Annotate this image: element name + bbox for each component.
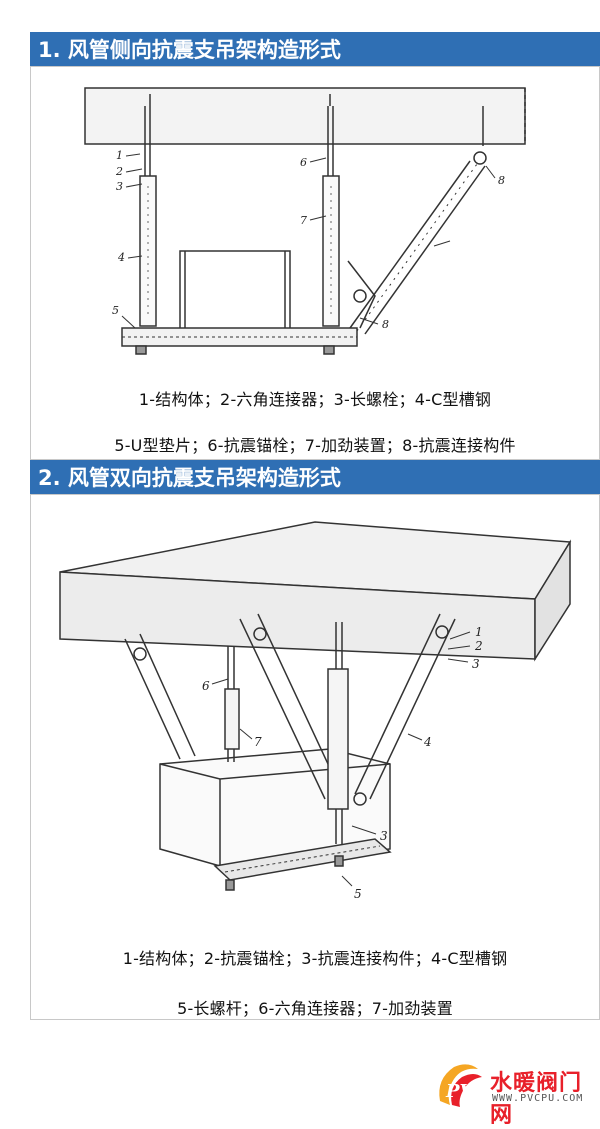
bidirectional-support-diagram: 1 2 3 4 5 6 7 3 — [59, 521, 572, 901]
diagonal-brace-right — [353, 613, 456, 806]
callout-8b: 8 — [382, 318, 389, 331]
callout-7: 7 — [300, 214, 307, 227]
callout2-1: 1 — [475, 625, 483, 639]
callout-8a: 8 — [498, 174, 505, 187]
callout2-5: 5 — [354, 887, 362, 901]
section2-legend-line-2: 5-长螺杆；6-六角连接器；7-加劲装置 — [177, 999, 453, 1018]
section1-legend-line-2: 5-U型垫片；6-抗震锚栓；7-加劲装置；8-抗震连接构件 — [114, 436, 516, 455]
site-logo[interactable]: PV 水暖阀门网 WWW.PVCPU.COM — [428, 1055, 600, 1128]
bottom-c-channel — [213, 838, 392, 881]
diagonal-brace-left — [124, 633, 196, 760]
callout2-7: 7 — [254, 735, 262, 749]
logo-mark-icon: PV — [439, 1064, 482, 1107]
logo-url: WWW.PVCPU.COM — [492, 1093, 584, 1104]
vertical-rods — [224, 622, 349, 844]
lateral-support-diagram: 1 2 3 4 5 6 7 8 8 — [84, 87, 526, 355]
callout2-3a: 3 — [472, 657, 480, 671]
callout2-4: 4 — [423, 735, 432, 749]
callout-2: 2 — [115, 165, 123, 178]
callout2-6: 6 — [202, 679, 210, 693]
callout-6: 6 — [300, 156, 307, 169]
callout2-3b: 3 — [380, 829, 388, 843]
callout-4: 4 — [117, 251, 125, 264]
ceiling-slab-3d — [59, 521, 572, 662]
callout-1: 1 — [116, 149, 123, 162]
callout-3: 3 — [116, 180, 123, 193]
section2-title: 2. 风管双向抗震支吊架构造形式 — [38, 466, 341, 490]
ceiling-slab — [84, 87, 526, 145]
callout2-2: 2 — [474, 639, 483, 653]
diagonal-brace — [347, 151, 487, 335]
section1-legend-line-1: 1-结构体；2-六角连接器；3-长螺栓；4-C型槽钢 — [138, 390, 492, 409]
svg-text:PV: PV — [445, 1081, 476, 1102]
section1-title: 1. 风管侧向抗震支吊架构造形式 — [38, 38, 341, 62]
section2-header: 2. 风管双向抗震支吊架构造形式 — [30, 460, 600, 494]
callout-5: 5 — [112, 304, 119, 317]
section2-legend-line-1: 1-结构体；2-抗震锚栓；3-抗震连接构件；4-C型槽钢 — [122, 949, 508, 968]
section1-header: 1. 风管侧向抗震支吊架构造形式 — [30, 32, 600, 66]
air-duct — [179, 250, 291, 332]
